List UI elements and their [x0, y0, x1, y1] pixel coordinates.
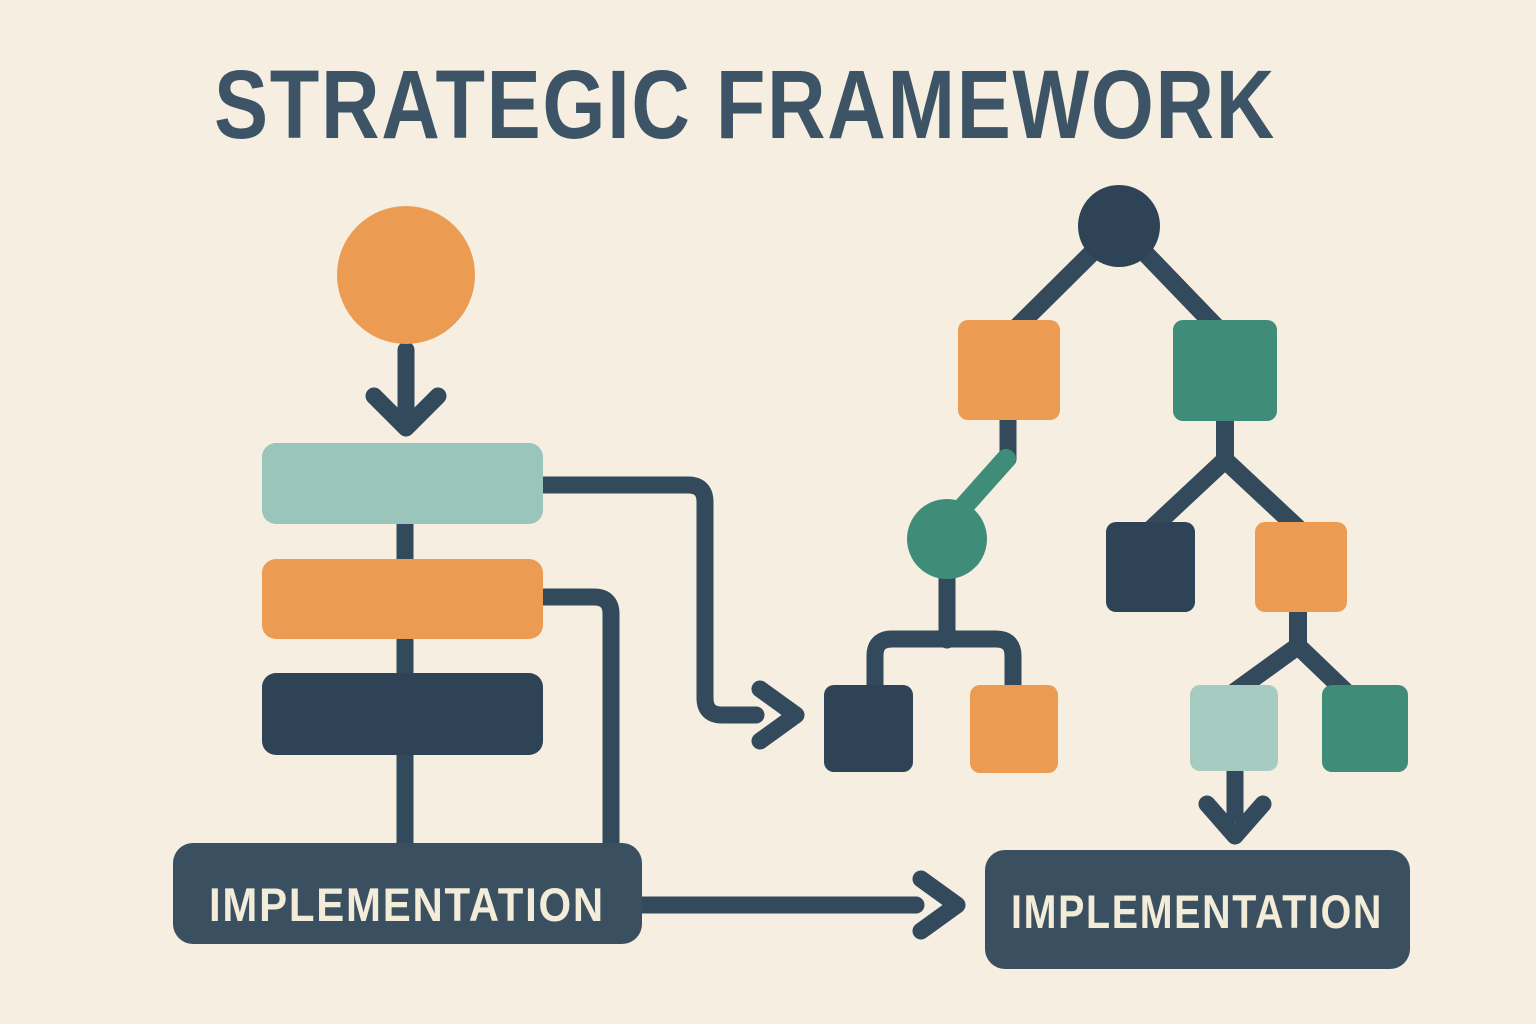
- node-tree-orange-2: [1255, 522, 1347, 612]
- page-title: STRATEGIC FRAMEWORK: [214, 50, 1276, 159]
- node-stage-dark: [262, 673, 543, 755]
- arrowhead-right-icon: [751, 680, 805, 750]
- node-tree-green-circle: [907, 499, 987, 579]
- node-tree-root-circle: [1078, 185, 1160, 267]
- node-tree-green-3: [1322, 685, 1408, 772]
- node-tree-green-1: [1173, 320, 1277, 421]
- connector-teal-to-tree: [534, 476, 765, 724]
- node-stage-teal: [262, 443, 543, 524]
- node-tree-dark-2: [1106, 522, 1195, 612]
- node-tree-orange-1: [958, 320, 1060, 420]
- implementation-label-left: IMPLEMENTATION: [209, 878, 605, 931]
- node-start-circle: [337, 206, 475, 344]
- arrowhead-right-icon: [912, 870, 966, 940]
- implementation-label-right: IMPLEMENTATION: [1011, 885, 1383, 938]
- arrowhead-down-icon: [1198, 795, 1272, 845]
- connector-t-junction: [866, 630, 1022, 699]
- node-tree-dark-3a: [824, 685, 913, 772]
- connector-green1-split: [1139, 412, 1311, 541]
- node-tree-teal-3: [1190, 685, 1278, 771]
- arrowhead-down-icon: [365, 387, 447, 437]
- implementation-box-right: [985, 850, 1410, 969]
- implementation-box-left: [173, 843, 642, 944]
- node-stage-orange: [262, 559, 543, 639]
- connector-orange2-split: [1224, 603, 1356, 702]
- node-tree-orange-3a: [970, 685, 1058, 773]
- connector-orange-to-implementation: [534, 588, 620, 852]
- node-layer: IMPLEMENTATION IMPLEMENTATION: [173, 185, 1410, 969]
